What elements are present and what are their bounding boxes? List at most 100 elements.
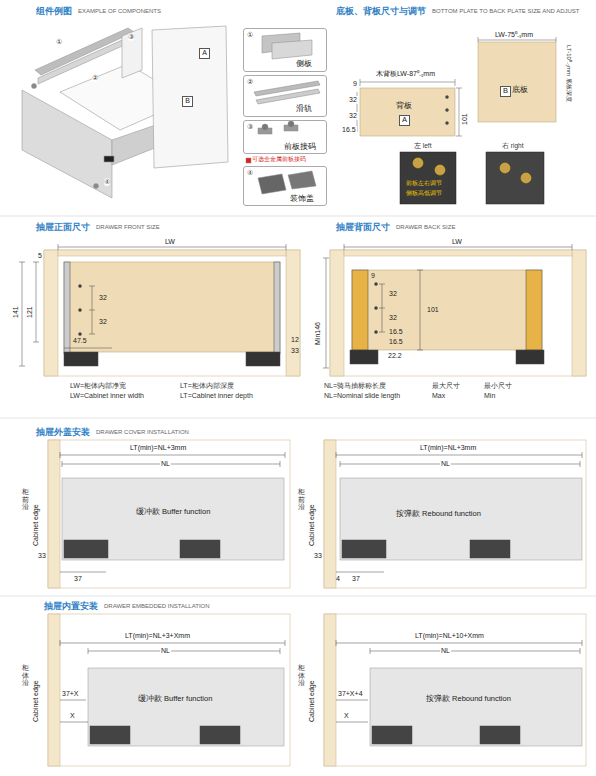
part-box: 按弹款 Rebound function bbox=[370, 668, 582, 746]
annotation-label: 最大尺寸 bbox=[432, 382, 460, 390]
annotation-label: NL bbox=[440, 647, 451, 655]
annotation-label: Min146 bbox=[314, 322, 322, 345]
annotation-label: NL=骑马抽标称长度 bbox=[324, 382, 386, 390]
annotation-label: Min bbox=[484, 392, 495, 400]
part-label: 侧板 bbox=[296, 60, 312, 69]
annotation-label: ① bbox=[56, 38, 62, 46]
annotation-label: Cabinet edge bbox=[308, 504, 316, 546]
annotation-label: 101 bbox=[426, 306, 440, 314]
annotation-label: 16.5 bbox=[388, 338, 404, 346]
part-label: 侧板高低调节 bbox=[406, 190, 442, 196]
part-box: 左 left前板左右调节侧板高低调节 bbox=[400, 152, 456, 204]
annotation-label: EXAMPLE OF COMPONENTS bbox=[78, 8, 161, 15]
annotation-label: 柜前沿 bbox=[22, 488, 29, 511]
annotation-label: LW bbox=[165, 238, 175, 246]
part-label: A bbox=[202, 49, 207, 57]
part-box: 缓冲款 Buffer function bbox=[88, 668, 284, 746]
annotation-label: DRAWER EMBEDDED INSTALLATION bbox=[104, 603, 210, 610]
embedded-install-drawing bbox=[48, 614, 586, 766]
annotation-label: 22.2 bbox=[388, 352, 402, 360]
annotation-label: 37 bbox=[352, 575, 360, 583]
annotation-label: 37+X+4 bbox=[338, 690, 363, 698]
part-box: 右 right bbox=[486, 152, 544, 204]
annotation-label: 5 bbox=[38, 252, 42, 260]
annotation-label: 16.5 bbox=[341, 126, 357, 134]
section-rule bbox=[0, 216, 596, 596]
part-box: ③ 前板接码 bbox=[243, 120, 327, 154]
annotation-label: LW bbox=[452, 238, 462, 246]
annotation-label: 141 bbox=[12, 306, 20, 318]
annotation-label: 抽屉内置安装 bbox=[44, 601, 98, 611]
part-box: ② 滑轨 bbox=[243, 75, 327, 117]
annotation-label: NL bbox=[440, 460, 451, 468]
annotation-label: 最小尺寸 bbox=[484, 382, 512, 390]
part-box: A bbox=[199, 48, 210, 59]
annotation-label: LT-10⁰₋₁mm 底板深度 bbox=[565, 45, 572, 102]
part-label: 左 left bbox=[414, 142, 431, 149]
annotation-label: 32 bbox=[388, 290, 398, 298]
annotation-label: 32 bbox=[348, 112, 358, 120]
part-label: 右 right bbox=[502, 142, 523, 149]
annotation-label: DRAWER BACK SIZE bbox=[396, 224, 455, 231]
annotation-label: 柜体沿 bbox=[22, 664, 29, 687]
annotation-label: 33 bbox=[291, 347, 299, 355]
annotation-label: 101 bbox=[461, 113, 469, 125]
part-label: ① bbox=[247, 31, 253, 39]
part-label: 前板左右调节 bbox=[406, 180, 442, 186]
annotation-label: 柜前沿 bbox=[298, 488, 305, 511]
part-label: B bbox=[185, 97, 190, 105]
part-label: ③ bbox=[247, 123, 253, 131]
annotation-label: Cabinet edge bbox=[32, 504, 40, 546]
annotation-label: NL bbox=[160, 647, 171, 655]
component-icons bbox=[246, 33, 320, 194]
annotation-label: 37 bbox=[74, 575, 82, 583]
annotation-label: 柜体沿 bbox=[298, 664, 305, 687]
annotation-label: 37+X bbox=[62, 690, 79, 698]
annotation-label: 32 bbox=[98, 294, 108, 302]
part-label: 按弹款 Rebound function bbox=[396, 510, 481, 519]
annotation-label: LT(min)=NL+3+Xmm bbox=[125, 632, 190, 640]
annotation-label: 底板、背板尺寸与调节 bbox=[336, 6, 426, 16]
annotation-label: LW=柜体内部净宽 bbox=[70, 382, 126, 390]
part-label: B bbox=[500, 86, 511, 97]
part-label: 底板 bbox=[512, 86, 528, 95]
annotation-label: LW-75⁰₋₁mm bbox=[495, 31, 533, 39]
part-box: ① 侧板 bbox=[243, 28, 327, 72]
annotation-label: LT(min)=NL+3mm bbox=[130, 444, 186, 452]
part-label: ④ bbox=[247, 169, 253, 177]
annotation-label: 33 bbox=[38, 552, 46, 560]
part-box: B底板 bbox=[478, 42, 556, 122]
part-box: B bbox=[182, 96, 193, 107]
part-label: 装饰盖 bbox=[290, 195, 314, 204]
annotation-label: ② bbox=[92, 74, 98, 82]
part-label: 缓冲款 Buffer function bbox=[136, 508, 210, 517]
part-label: 缓冲款 Buffer function bbox=[138, 695, 212, 704]
annotation-label: 32 bbox=[348, 96, 358, 104]
drawer-front-drawing bbox=[19, 244, 300, 376]
annotation-label: 木背板LW-87⁰₋₁mm bbox=[376, 70, 435, 78]
annotation-label: 32 bbox=[98, 318, 108, 326]
annotation-label: 9 bbox=[370, 272, 376, 280]
annotation-label: LW=Cabinet inner width bbox=[70, 392, 144, 400]
annotation-label: 12 bbox=[291, 336, 299, 344]
annotation-label: 可选全金属前板接码 bbox=[252, 156, 306, 163]
annotation-label: Cabinet edge bbox=[308, 680, 316, 722]
annotation-label: 抽屉外盖安装 bbox=[36, 427, 90, 437]
part-label: 前板接码 bbox=[284, 143, 316, 152]
annotation-label: X bbox=[344, 712, 349, 720]
annotation-label: NL=Nominal slide length bbox=[324, 392, 400, 400]
part-label: 背板 bbox=[396, 102, 412, 111]
annotation-label: LT(min)=NL+10+Xmm bbox=[415, 632, 484, 640]
annotation-label: DRAWER FRONT SIZE bbox=[96, 224, 160, 231]
annotation-label: 47.5 bbox=[72, 337, 88, 345]
part-label: 按弹款 Rebound function bbox=[426, 695, 511, 704]
part-box: 按弹款 Rebound function bbox=[340, 478, 582, 560]
annotation-label: LT(min)=NL+3mm bbox=[420, 444, 476, 452]
annotation-label: Max bbox=[432, 392, 445, 400]
annotation-label: Cabinet edge bbox=[32, 680, 40, 722]
annotation-label: 抽屉背面尺寸 bbox=[336, 222, 390, 232]
annotation-label: X bbox=[70, 712, 75, 720]
annotation-label: BOTTOM PLATE TO BACK PLATE SIZE AND ADJU… bbox=[432, 8, 579, 15]
part-label: 滑轨 bbox=[296, 105, 312, 114]
part-label: ② bbox=[247, 78, 253, 86]
